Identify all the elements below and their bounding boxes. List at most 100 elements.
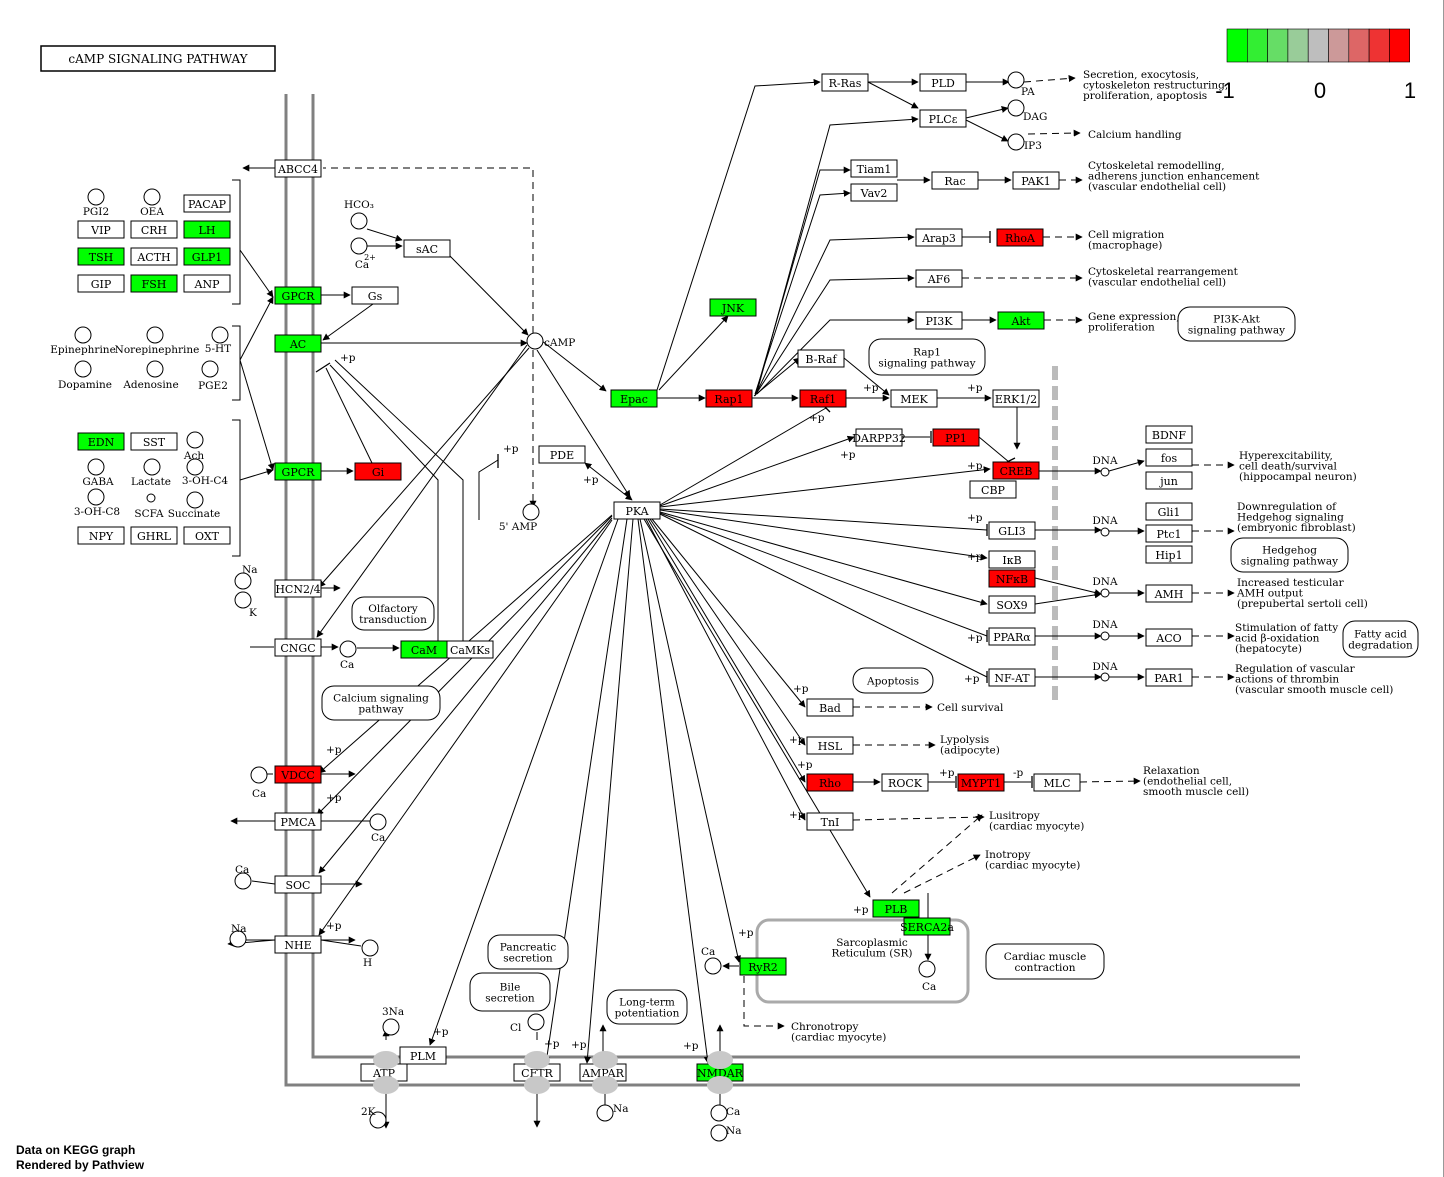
gene-rhoa[interactable]: RhoA: [996, 228, 1044, 247]
gene-fsh[interactable]: FSH: [130, 274, 178, 293]
gene-sac[interactable]: sAC: [403, 239, 451, 258]
gene-camks[interactable]: CaMKs: [446, 640, 494, 659]
gene-nhe[interactable]: NHE: [274, 935, 322, 954]
gene-amh[interactable]: AMH: [1145, 584, 1193, 603]
gene-ikb[interactable]: IκB: [988, 550, 1036, 569]
gene-cam[interactable]: CaM: [400, 640, 448, 659]
gene-nmdar[interactable]: NMDAR: [696, 1063, 744, 1082]
gene-arap3[interactable]: Arap3: [915, 228, 963, 247]
gene-rac[interactable]: Rac: [931, 171, 979, 190]
gene-rho[interactable]: Rho: [806, 773, 854, 792]
gene-npy[interactable]: NPY: [77, 526, 125, 545]
gene-jnk[interactable]: JNK: [709, 298, 757, 317]
gene-cngc[interactable]: CNGC: [274, 638, 322, 657]
gene-atp[interactable]: ATP: [360, 1063, 408, 1082]
gene-anp[interactable]: ANP: [183, 274, 231, 293]
gene-rras[interactable]: R-Ras: [821, 73, 869, 92]
gene-mek[interactable]: MEK: [890, 389, 938, 408]
gene-fos[interactable]: fos: [1145, 448, 1193, 467]
gene-erk[interactable]: ERK1/2: [992, 389, 1040, 408]
pathway-link-apoptosis[interactable]: Apoptosis: [852, 667, 934, 694]
gene-bad[interactable]: Bad: [806, 698, 854, 717]
gene-cbp[interactable]: CBP: [969, 480, 1017, 499]
gene-mlc[interactable]: MLC: [1033, 773, 1081, 792]
gene-tiam1[interactable]: Tiam1: [850, 159, 898, 178]
gene-ghrl[interactable]: GHRL: [130, 526, 178, 545]
gene-pde[interactable]: PDE: [538, 445, 586, 464]
gene-plm[interactable]: PLM: [399, 1046, 447, 1065]
gene-soc[interactable]: SOC: [274, 875, 322, 894]
gene-box: [274, 812, 322, 831]
gene-nfat[interactable]: NF-AT: [988, 668, 1036, 687]
gene-aco[interactable]: ACO: [1145, 628, 1193, 647]
gene-hip1[interactable]: Hip1: [1145, 545, 1193, 564]
gene-par1[interactable]: PAR1: [1145, 668, 1193, 687]
gene-rap1[interactable]: Rap1: [705, 389, 753, 408]
gene-gs[interactable]: Gs: [351, 286, 399, 305]
gene-crh[interactable]: CRH: [130, 220, 178, 239]
gene-akt[interactable]: Akt: [997, 311, 1045, 330]
gene-pmca[interactable]: PMCA: [274, 812, 322, 831]
gene-pi3k[interactable]: PI3K: [915, 311, 963, 330]
gene-raf1[interactable]: Raf1: [799, 389, 847, 408]
gene-pacap[interactable]: PACAP: [183, 194, 231, 213]
gene-sst[interactable]: SST: [130, 432, 178, 451]
gene-vdcc[interactable]: VDCC: [274, 765, 322, 784]
gene-braf[interactable]: B-Raf: [797, 349, 845, 368]
gene-af6[interactable]: AF6: [915, 269, 963, 288]
gene-plce[interactable]: PLCε: [919, 109, 967, 128]
gene-jun[interactable]: jun: [1145, 471, 1193, 490]
gene-pka[interactable]: PKA: [613, 501, 661, 520]
gene-ptc1[interactable]: Ptc1: [1145, 524, 1193, 543]
gene-gpcr1[interactable]: GPCR: [274, 286, 322, 305]
gene-rock[interactable]: ROCK: [881, 773, 929, 792]
outcome-cytoskeletal: (vascular endothelial cell): [1088, 181, 1226, 193]
gene-epac[interactable]: Epac: [610, 389, 658, 408]
gene-hsl[interactable]: HSL: [806, 736, 854, 755]
gene-sox9[interactable]: SOX9: [988, 595, 1036, 614]
gene-serca2a[interactable]: SERCA2a: [900, 917, 954, 936]
gene-oxt[interactable]: OXT: [183, 526, 231, 545]
gene-tni[interactable]: TnI: [806, 812, 854, 831]
gene-gpcr2[interactable]: GPCR: [274, 462, 322, 481]
gene-label: ACTH: [136, 251, 170, 264]
gene-vav2[interactable]: Vav2: [850, 183, 898, 202]
gene-creb[interactable]: CREB: [992, 461, 1040, 480]
gene-nfkb[interactable]: NFκB: [988, 569, 1036, 588]
gene-pak1[interactable]: PAK1: [1012, 171, 1060, 190]
gene-tsh[interactable]: TSH: [77, 247, 125, 266]
gene-glp1[interactable]: GLP1: [183, 247, 231, 266]
legend-swatch-7: [1368, 28, 1390, 63]
gene-gip[interactable]: GIP: [77, 274, 125, 293]
gene-pp1[interactable]: PP1: [932, 428, 980, 447]
gene-ppara[interactable]: PPARα: [988, 627, 1036, 646]
gene-abcc4[interactable]: ABCC4: [274, 159, 322, 178]
gene-ac[interactable]: AC: [274, 334, 322, 353]
gene-vip[interactable]: VIP: [77, 220, 125, 239]
gene-bdnf[interactable]: BDNF: [1145, 425, 1193, 444]
gene-gi[interactable]: Gi: [354, 462, 402, 481]
gene-ryr2[interactable]: RyR2: [739, 957, 787, 976]
gene-gli3[interactable]: GLI3: [988, 521, 1036, 540]
gene-ampar[interactable]: AMPAR: [579, 1063, 627, 1082]
gene-edn[interactable]: EDN: [77, 432, 125, 451]
gene-label: CREB: [1000, 465, 1033, 478]
gene-hcn[interactable]: HCN2/4: [274, 579, 322, 598]
gene-gli1[interactable]: Gli1: [1145, 502, 1193, 521]
gene-darpp32[interactable]: DARPP32: [852, 428, 906, 447]
gene-mypt1[interactable]: MYPT1: [957, 773, 1005, 792]
gene-plb[interactable]: PLB: [872, 899, 920, 918]
gene-lh[interactable]: LH: [183, 220, 231, 239]
gene-pld[interactable]: PLD: [919, 73, 967, 92]
gene-acth[interactable]: ACTH: [130, 247, 178, 266]
